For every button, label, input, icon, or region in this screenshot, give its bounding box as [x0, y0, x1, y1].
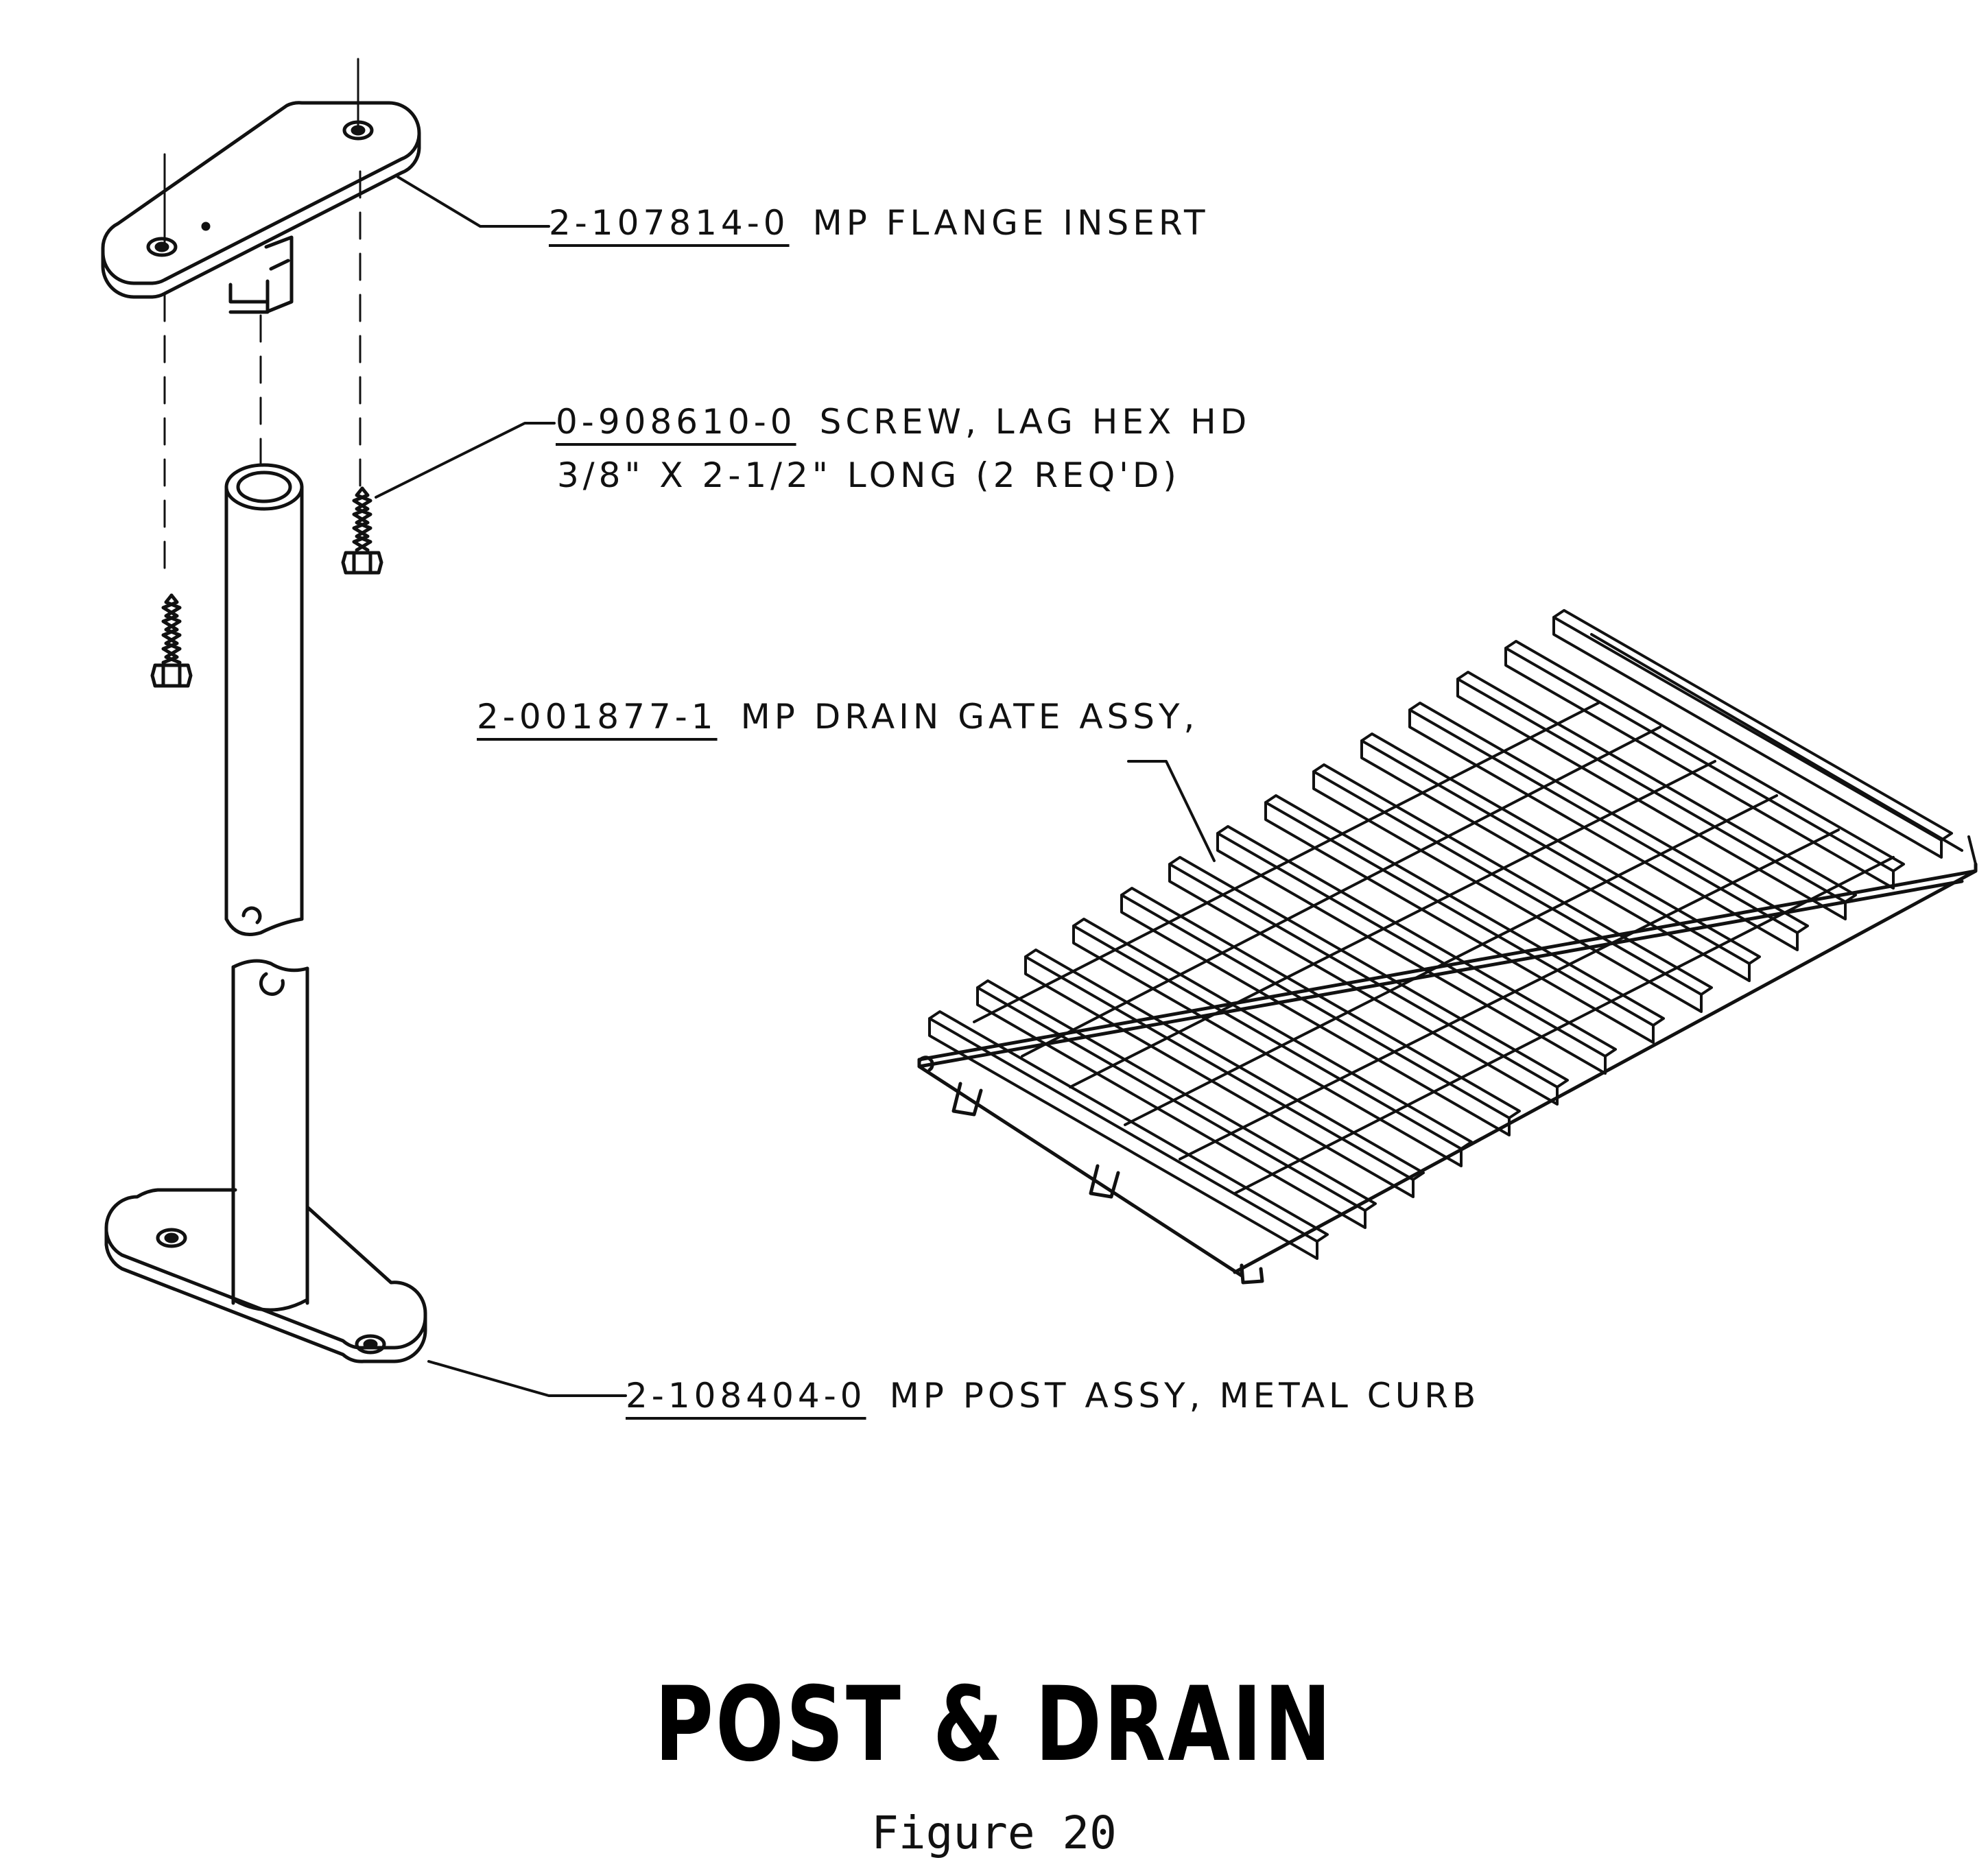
callout-lag-screw: 0-908610-0 SCREW, LAG HEX HD — [556, 405, 1251, 439]
lag-screw-size: 3/8" X 2-1/2" LONG (2 REQ'D) — [557, 455, 1181, 495]
flange-insert — [101, 101, 421, 314]
figure-title: POST & DRAIN — [654, 1665, 1334, 1785]
callout-post-assy: 2-108404-0 MP POST ASSY, METAL CURB — [626, 1379, 1480, 1413]
leader-lines — [375, 176, 1216, 1397]
lag-screw-part-number: 0-908610-0 — [556, 402, 796, 442]
lag-screw-description: SCREW, LAG HEX HD — [819, 402, 1251, 442]
flange-insert-part-number: 2-107814-0 — [549, 203, 790, 243]
lag-screw-right — [341, 486, 383, 575]
figure-caption: Figure 20 — [871, 1807, 1117, 1859]
callout-drain-gate: 2-001877-1 MP DRAIN GATE ASSY, — [477, 700, 1198, 734]
drain-gate-description: MP DRAIN GATE ASSY, — [740, 697, 1199, 737]
lag-screw-left — [150, 593, 193, 688]
post-assy-part-number: 2-108404-0 — [626, 1376, 866, 1416]
flange-insert-description: MP FLANGE INSERT — [812, 203, 1209, 243]
callout-flange-insert: 2-107814-0 MP FLANGE INSERT — [549, 206, 1209, 240]
post-assy — [104, 463, 427, 1363]
post-assy-description: MP POST ASSY, METAL CURB — [889, 1376, 1480, 1416]
drain-gate — [917, 609, 1978, 1285]
drain-gate-part-number: 2-001877-1 — [477, 697, 718, 737]
